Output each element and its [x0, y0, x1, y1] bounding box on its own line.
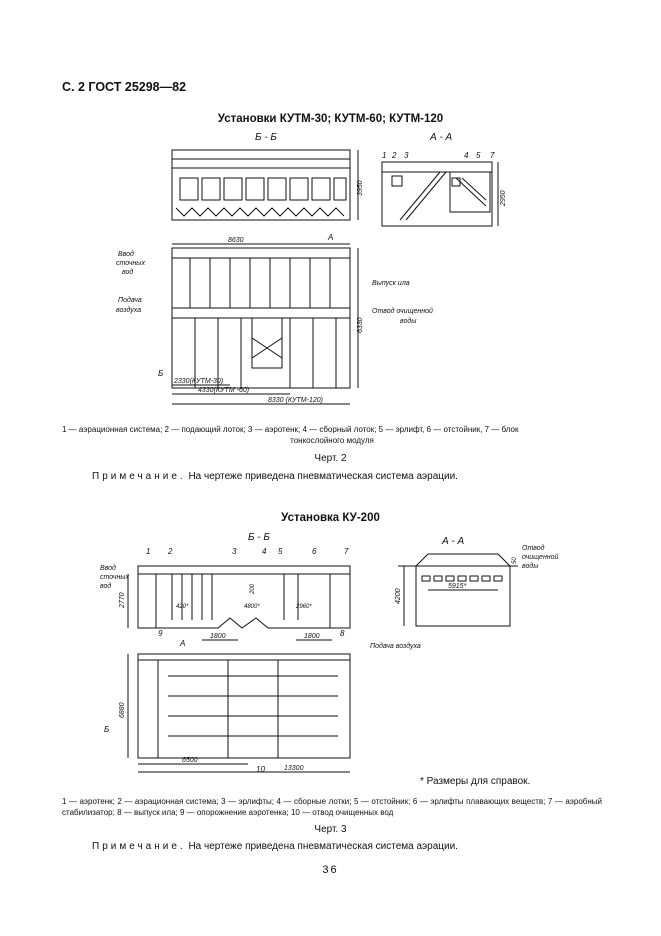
- fig3-dim-200: 200: [250, 583, 256, 595]
- fig2-dim-3950: 3950: [357, 180, 364, 196]
- fig2-label-inlet-1: Ввод: [118, 250, 134, 258]
- fig2-num-2: 2: [391, 151, 397, 160]
- fig3-label-inlet-3: вод: [100, 582, 111, 590]
- fig2-dim-4330: 4330(КУТМ -60): [198, 387, 249, 394]
- fig2-dim-6330: 6330: [357, 317, 364, 333]
- fig3-num-6: 6: [312, 547, 317, 556]
- fig3-num-4: 4: [262, 547, 267, 556]
- fig2-label-air-1: Подача: [118, 296, 142, 304]
- figure-2-title: Установки КУТМ-30; КУТМ-60; КУТМ-120: [217, 113, 444, 125]
- figure-3-drawing: Б - Б 2770 420* 200 4800* 2960* 1800 180…: [100, 532, 559, 774]
- fig2-label-air-2: воздуха: [116, 306, 141, 314]
- fig3-label-inlet-1: Ввод: [100, 564, 116, 572]
- figure-2-note-label: Примечание.: [92, 471, 186, 482]
- fig3-dim-13300: 13300: [284, 765, 304, 772]
- figure-2-note-text: На чертеже приведена пневматическая сист…: [185, 471, 458, 482]
- fig3-label-outlet-3: воды: [522, 562, 539, 570]
- fig3-label-air: Подача воздуха: [370, 642, 421, 650]
- fig2-num-5: 5: [476, 151, 481, 160]
- page-number: 36: [322, 864, 339, 876]
- fig2-num-7: 7: [490, 151, 495, 160]
- figure-2-drawing: Б - Б 3950 А - А 2950 1 2 3 4 5 7 8: [116, 132, 507, 405]
- figure-3-note-label: Примечание.: [92, 841, 186, 852]
- fig3-dim-6880: 6880: [119, 702, 126, 718]
- fig3-num-8: 8: [340, 629, 345, 638]
- fig2-num-3: 3: [404, 151, 409, 160]
- figure-2-caption: Черт. 2: [314, 453, 347, 464]
- fig2-label-inlet-3: вод: [122, 268, 133, 276]
- fig2-label-inlet-2: сточных: [116, 260, 145, 267]
- fig2-label-sludge: Выпуск ила: [372, 280, 410, 287]
- figure-3-caption: Черт. 3: [314, 824, 347, 835]
- fig2-a-mark: А: [327, 233, 333, 242]
- fig3-dim-2960: 2960*: [295, 604, 312, 610]
- fig3-label-outlet-2: очищенной: [522, 553, 559, 561]
- fig2-dim-8630: 8630: [228, 237, 244, 244]
- fig3-dim-50: 50: [512, 557, 518, 564]
- fig2-num-1: 1: [382, 151, 386, 160]
- fig3-dim-1800a: 1800: [210, 633, 226, 640]
- fig2-b-mark: Б: [158, 369, 163, 378]
- figure-3-note-text: На чертеже приведена пневматическая сист…: [185, 841, 458, 852]
- figure-2-legend-line-1: 1 — аэрационная система; 2 — подающий ло…: [62, 425, 519, 434]
- fig3-dim-2770: 2770: [119, 592, 126, 609]
- figure-3-note: Примечание. На чертеже приведена пневмат…: [92, 841, 458, 852]
- fig2-label-outlet-2: воды: [400, 317, 417, 325]
- reference-note: * Размеры для справок.: [420, 776, 531, 787]
- fig3-num-10: 10: [256, 765, 265, 774]
- fig3-dim-420: 420*: [176, 604, 189, 610]
- fig3-section-aa: А - А: [441, 536, 465, 547]
- fig3-dim-6500: 6500: [182, 757, 198, 764]
- figure-3-title: Установка КУ-200: [281, 512, 380, 524]
- fig3-dim-4200: 4200: [395, 588, 402, 604]
- fig2-section-aa: А - А: [429, 132, 453, 143]
- fig2-dim-8330: 8330 (КУТМ-120): [268, 397, 323, 404]
- figure-2-legend-line-2: тонкослойного модуля: [290, 436, 374, 445]
- fig2-num-4: 4: [464, 151, 469, 160]
- fig2-label-outlet-1: Отвод очищенной: [372, 307, 433, 315]
- figure-2-legend: 1 — аэрационная система; 2 — подающий ло…: [62, 424, 602, 446]
- fig2-dim-2950: 2950: [500, 190, 507, 207]
- fig2-dim-2330: 2330(КУТМ-30): [173, 378, 223, 385]
- page-header: С. 2 ГОСТ 25298—82: [62, 80, 187, 94]
- fig3-num-5: 5: [278, 547, 283, 556]
- fig3-num-2: 2: [167, 547, 173, 556]
- fig3-section-bb: Б - Б: [248, 532, 270, 543]
- fig3-b-mark: Б: [104, 725, 109, 734]
- fig3-label-inlet-2: сточных: [100, 574, 129, 581]
- figure-3-legend: 1 — аэротенк; 2 — аэрационная система; 3…: [62, 797, 602, 817]
- figure-2-note: Примечание. На чертеже приведена пневмат…: [92, 471, 458, 482]
- fig3-dim-1800b: 1800: [304, 633, 320, 640]
- fig3-dim-5915: 5915*: [448, 583, 467, 590]
- fig3-label-outlet-1: Отвод: [522, 544, 545, 552]
- fig2-section-bb: Б - Б: [255, 132, 277, 143]
- fig3-num-7: 7: [344, 547, 349, 556]
- fig3-dim-4800: 4800*: [244, 604, 260, 610]
- fig3-num-3: 3: [232, 547, 237, 556]
- fig3-a-mark: А: [179, 639, 185, 648]
- fig3-num-9: 9: [158, 629, 163, 638]
- fig3-num-1: 1: [146, 547, 150, 556]
